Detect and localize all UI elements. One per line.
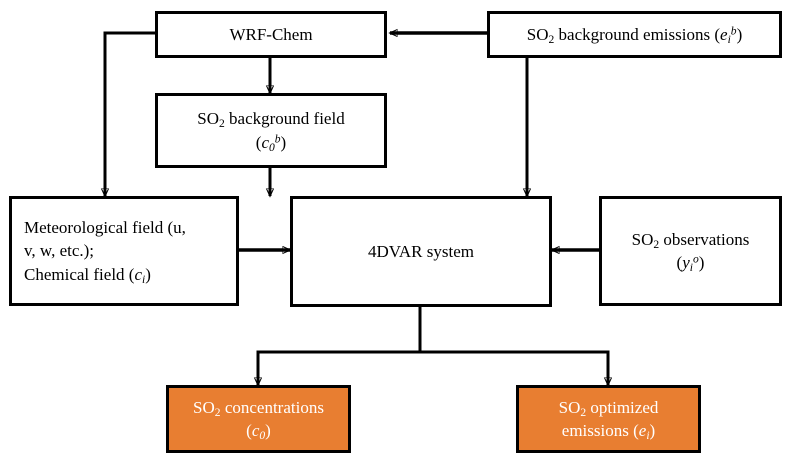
edge-4dvar-to-optimized-emissions [420, 350, 608, 385]
node-so2-concentrations[interactable]: SO2 concentrations(c0) [166, 385, 351, 453]
node-wrf-chem-label: WRF-Chem [229, 24, 313, 44]
node-met-chem-field[interactable]: Meteorological field (u,v, w, etc.);Chem… [9, 196, 239, 306]
node-observations-label: SO2 observations(yio) [631, 229, 750, 274]
node-wrf-chem[interactable]: WRF-Chem [155, 11, 387, 58]
node-4dvar-system[interactable]: 4DVAR system [290, 196, 552, 307]
node-background-emissions[interactable]: SO2 background emissions (eib) [487, 11, 782, 58]
edge-wrfchem-to-met-field [105, 31, 157, 196]
node-met-chem-field-label: Meteorological field (u,v, w, etc.);Chem… [24, 217, 186, 286]
node-background-field-label: SO2 background field(c0b) [197, 109, 345, 154]
node-observations[interactable]: SO2 observations(yio) [599, 196, 782, 306]
edge-4dvar-to-concentrations [258, 307, 422, 385]
node-background-emissions-label: SO2 background emissions (eib) [526, 24, 743, 46]
node-4dvar-system-label: 4DVAR system [368, 241, 474, 261]
node-background-field[interactable]: SO2 background field(c0b) [155, 93, 387, 168]
node-so2-concentrations-label: SO2 concentrations(c0) [193, 397, 324, 442]
